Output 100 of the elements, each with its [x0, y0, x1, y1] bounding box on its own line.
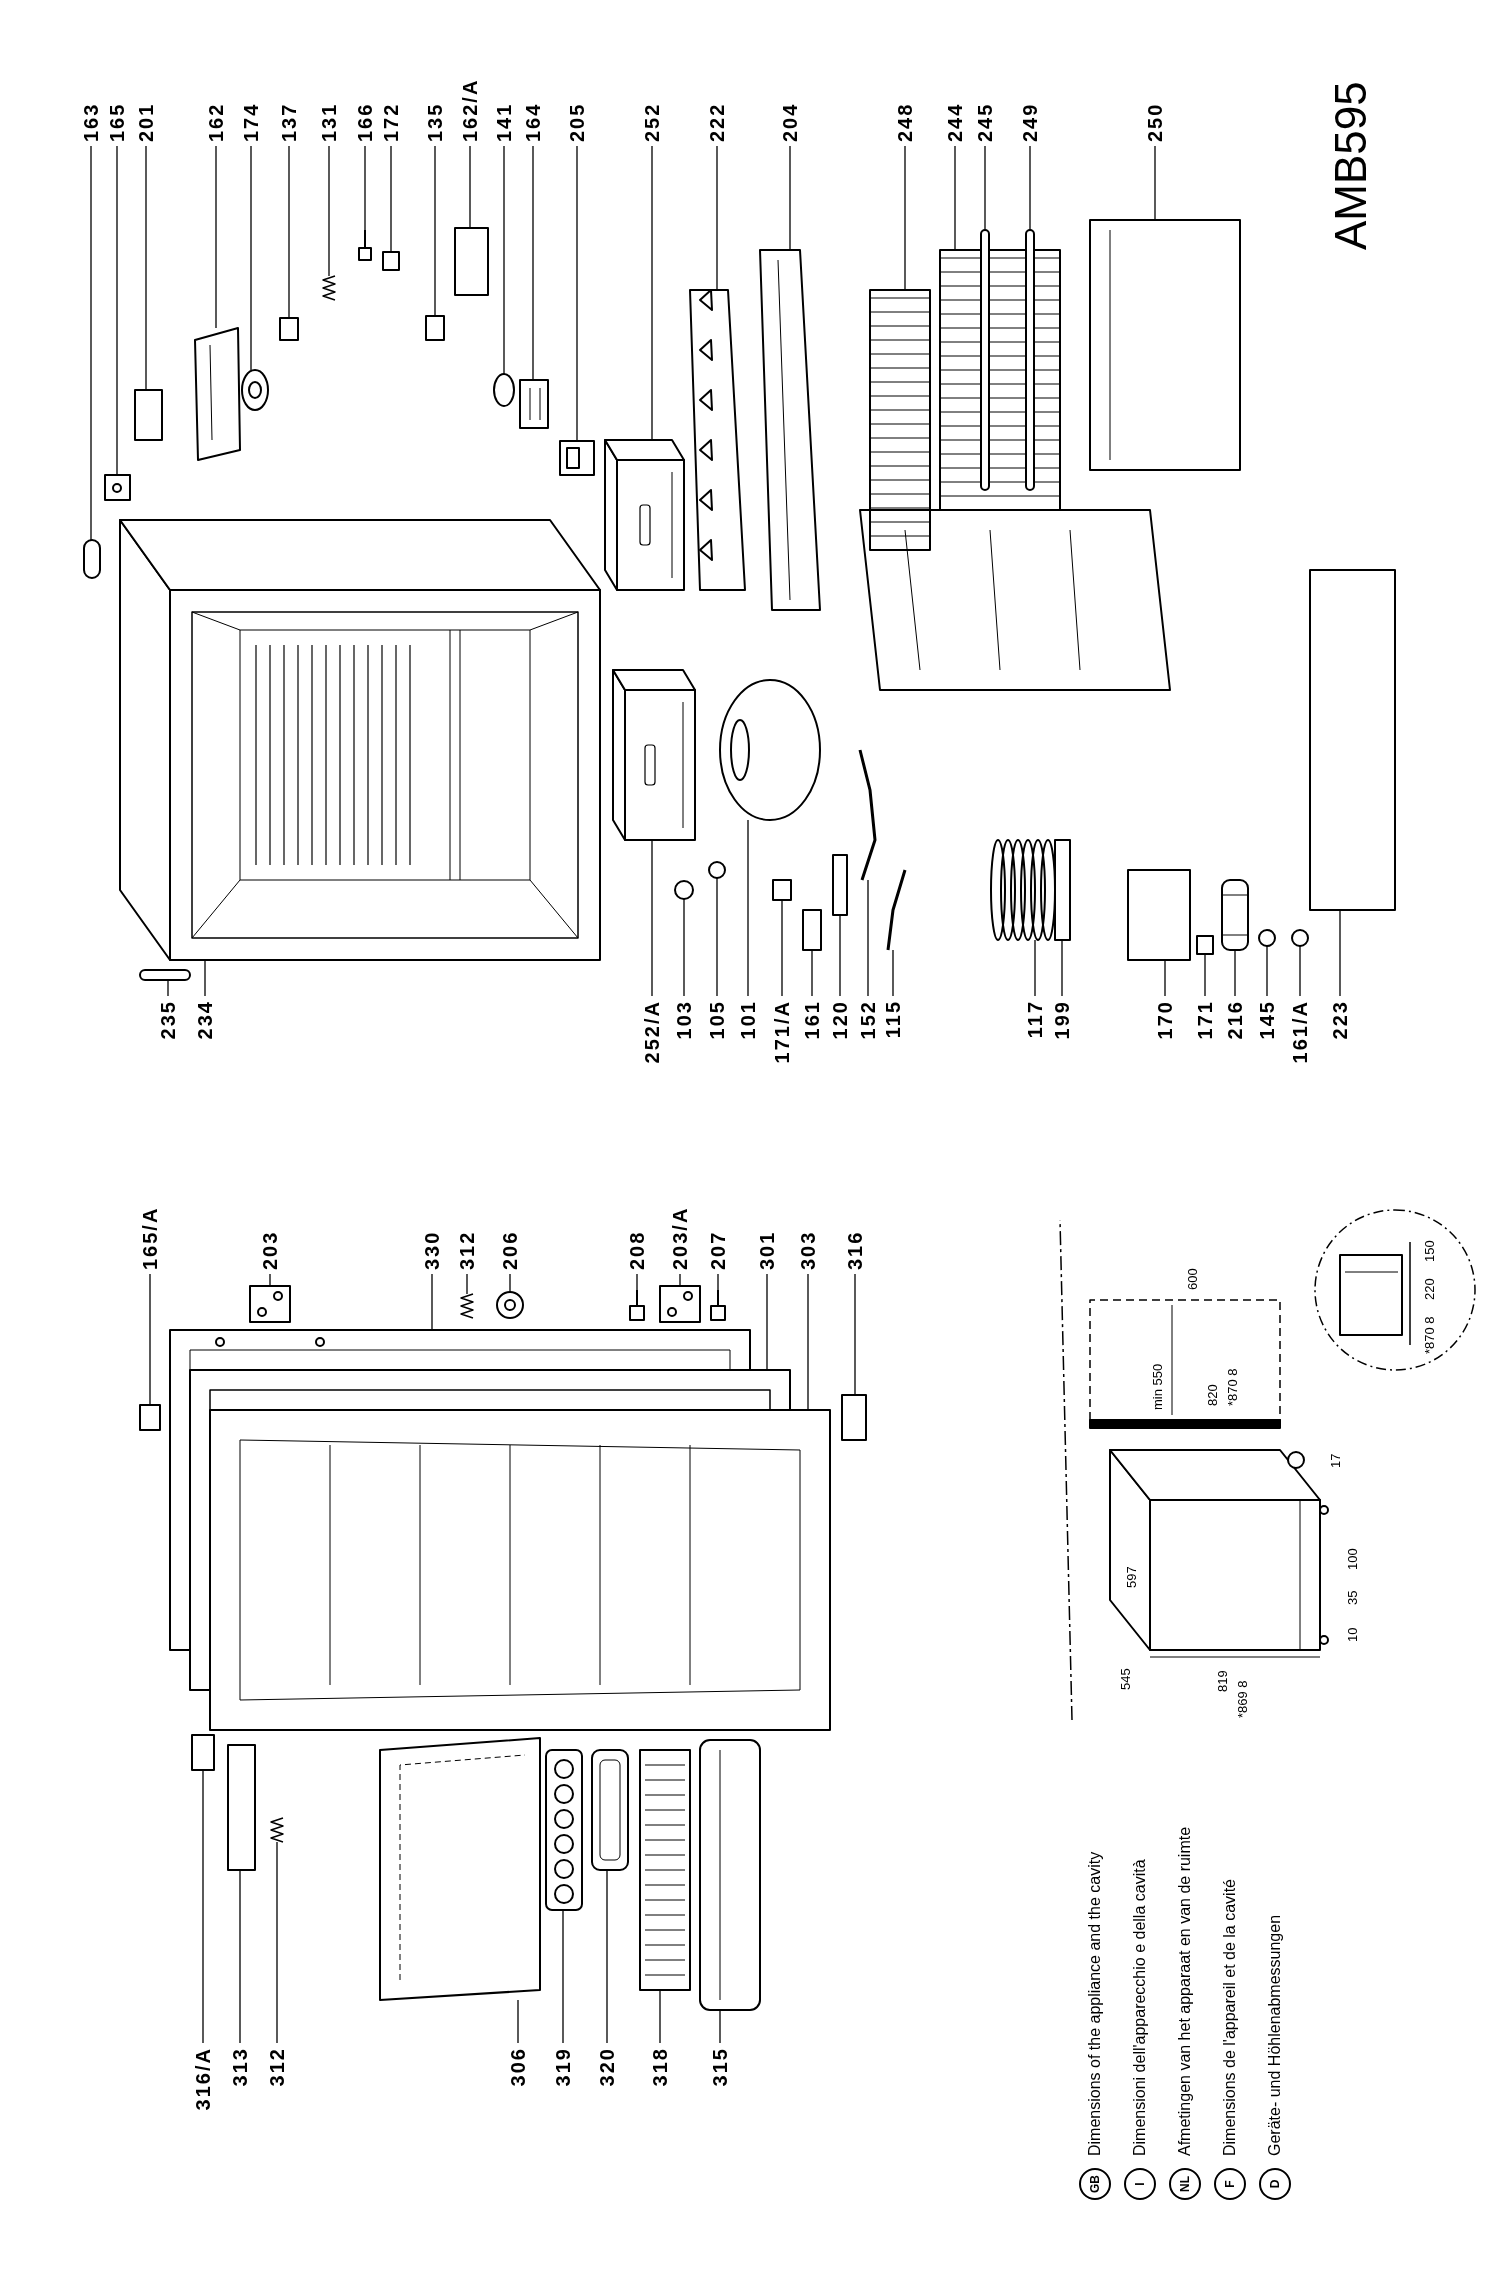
callout-number: 306 [507, 2047, 529, 2087]
callout-number: 163 [80, 102, 102, 142]
leader-line [867, 879, 869, 997]
leader-line [204, 959, 206, 997]
callout-number: 205 [566, 102, 588, 142]
callout-number: 199 [1051, 1000, 1073, 1040]
dimension-label: *869 8 [1235, 1680, 1250, 1718]
callout-number: 204 [779, 102, 801, 142]
switch-drawing [559, 440, 595, 476]
leader-line [854, 1273, 856, 1396]
leader-line [1029, 145, 1031, 231]
callout-number: 135 [424, 102, 446, 142]
leader-line [1339, 909, 1341, 997]
callout-number: 103 [673, 1000, 695, 1040]
leader-line [434, 145, 436, 317]
language-badge: I [1124, 2168, 1156, 2200]
leader-line [789, 145, 791, 251]
callout-number: 171/A [771, 1000, 793, 1064]
leader-line [532, 145, 534, 381]
legend-text: Dimensions of the appliance and the cavity [1086, 1851, 1104, 2156]
language-badge: NL [1169, 2168, 1201, 2200]
bracket-drawing [841, 1394, 867, 1441]
callout-number: 172 [380, 102, 402, 142]
trim-strip-drawing [759, 249, 821, 611]
leader-line [659, 1989, 661, 2044]
spring-drawing [460, 1293, 474, 1319]
pipe-drawing [886, 869, 907, 951]
leader-line [239, 1869, 241, 2044]
leader-line [469, 145, 471, 229]
leader-line [517, 1999, 519, 2044]
callout-number: 206 [499, 1230, 521, 1270]
callout-number: 170 [1154, 1000, 1176, 1040]
lamp-cover-drawing [519, 379, 549, 429]
callout-number: 174 [240, 102, 262, 142]
callout-number: 245 [974, 102, 996, 142]
leader-line [781, 899, 783, 997]
leader-line [636, 1273, 638, 1291]
fitting-drawing [1258, 929, 1276, 947]
leader-line [683, 898, 685, 997]
thermostat-housing-drawing [194, 327, 241, 461]
cover-plate-drawing [1089, 219, 1241, 471]
screw-drawing [629, 1289, 645, 1321]
callout-number: 312 [266, 2047, 288, 2087]
leader-line [1061, 939, 1063, 997]
leader-line [892, 949, 894, 997]
leader-line [716, 877, 718, 997]
hinge-drawing [249, 1285, 291, 1323]
callout-number: 203/A [669, 1206, 691, 1270]
fitting-drawing [708, 861, 726, 879]
leader-line [606, 1869, 608, 2044]
callout-number: 235 [157, 1000, 179, 1040]
condenser-coil-drawing [990, 839, 1056, 941]
callout-number: 162 [205, 102, 227, 142]
capacitor-drawing [802, 909, 822, 951]
callout-number: 120 [829, 1000, 851, 1040]
callout-number: 301 [756, 1230, 778, 1270]
crisper-box-drawing [604, 439, 685, 591]
callout-number: 234 [194, 1000, 216, 1040]
callout-number: 165/A [139, 1206, 161, 1270]
callout-number: 165 [106, 102, 128, 142]
leader-line [576, 145, 578, 442]
callout-number: 161 [801, 1000, 823, 1040]
clip-drawing [1196, 935, 1214, 955]
leader-line [811, 949, 813, 997]
leader-line [509, 1273, 511, 1293]
callout-number: 248 [894, 102, 916, 142]
filter-drier-drawing [832, 854, 848, 916]
leader-line [466, 1273, 468, 1295]
leader-line [364, 145, 366, 231]
liner-drawing [209, 1409, 831, 1731]
leader-line [503, 145, 505, 375]
leader-line [651, 145, 653, 441]
callout-number: 141 [493, 102, 515, 142]
trim-rod-drawing [139, 969, 191, 981]
bracket-drawing [1054, 839, 1071, 941]
wire-shelf-drawing [939, 249, 1061, 511]
dimension-label: 820 [1205, 1384, 1220, 1406]
callout-number: 223 [1329, 1000, 1351, 1040]
leader-line [390, 145, 392, 253]
dimension-label: 597 [1124, 1566, 1139, 1588]
leader-line [215, 145, 217, 329]
pipe-drawing [858, 749, 877, 881]
dimension-label: *870 8 [1422, 1316, 1437, 1354]
callout-number: 166 [354, 102, 376, 142]
leader-line [839, 914, 841, 997]
leader-line [202, 1769, 204, 2044]
rod-drawing [83, 539, 101, 579]
callout-number: 162/A [459, 78, 481, 142]
leader-line [149, 1273, 151, 1406]
dimension-label: min 550 [1150, 1363, 1165, 1410]
callout-number: 249 [1019, 102, 1041, 142]
leader-line [145, 145, 147, 391]
dimension-label: 220 [1422, 1278, 1437, 1300]
leader-line [116, 145, 118, 476]
callout-number: 161/A [1289, 1000, 1311, 1064]
callout-number: 137 [278, 102, 300, 142]
plate-drawing [454, 227, 489, 296]
drawing-code: AMB595 [1328, 81, 1374, 250]
callout-number: 105 [706, 1000, 728, 1040]
door-shelf-drawing [699, 1739, 761, 2011]
